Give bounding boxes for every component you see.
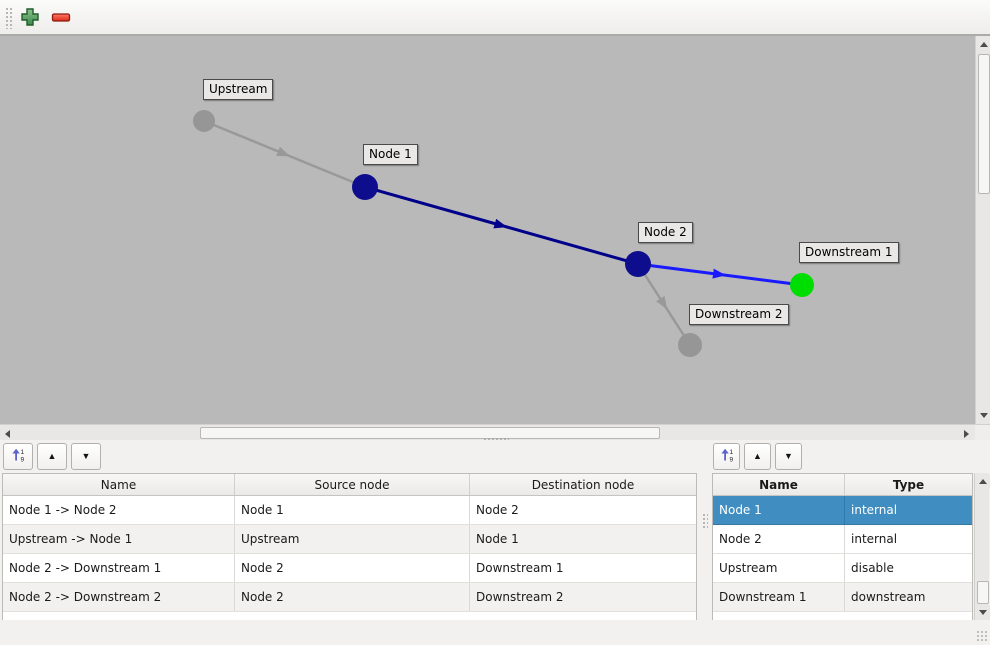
node-label-downstream1[interactable]: Downstream 1 <box>799 242 899 263</box>
table-row[interactable]: Node 2 -> Downstream 2 Node 2 Downstream… <box>3 583 696 612</box>
cell-destination: Downstream 2 <box>476 590 564 604</box>
cell-source: Node 1 <box>235 496 470 524</box>
scroll-up-icon <box>980 42 988 47</box>
node-label-upstream[interactable]: Upstream <box>203 79 274 100</box>
table-row[interactable]: Node 1 -> Node 2 Node 1 Node 2 <box>3 496 696 525</box>
cell-name: Downstream 1 <box>713 583 845 611</box>
cell-name: Upstream <box>713 554 845 582</box>
node-label-node2[interactable]: Node 2 <box>638 222 693 243</box>
table-row[interactable]: Downstream 1 downstream <box>713 583 972 612</box>
horizontal-splitter[interactable] <box>483 437 509 442</box>
scrollbar-corner <box>975 424 990 440</box>
graph-svg <box>193 110 814 357</box>
scroll-left-button[interactable] <box>1 427 14 440</box>
scroll-down-icon <box>979 609 987 615</box>
scroll-up-button[interactable] <box>976 474 990 488</box>
graph-canvas[interactable]: Upstream Node 1 Node 2 Downstream 1 Down… <box>0 36 975 424</box>
scroll-right-icon <box>963 429 969 438</box>
node-label-node1[interactable]: Node 1 <box>363 144 418 165</box>
minus-icon <box>51 7 71 30</box>
vertical-splitter[interactable] <box>702 513 708 529</box>
nodes-table-vscrollbar[interactable] <box>974 473 990 620</box>
edges-table: Name Source node Destination node Node 1… <box>2 473 697 620</box>
plus-icon <box>20 7 40 30</box>
window-resize-grip[interactable] <box>976 630 988 642</box>
graph-vscroll-thumb[interactable] <box>978 54 990 194</box>
edge-node2-downstream2[interactable] <box>636 263 692 346</box>
sort-ascending-icon: 1 9 <box>10 447 26 466</box>
cell-name: Node 2 -> Downstream 2 <box>3 583 235 611</box>
empty-row <box>713 612 972 620</box>
cell-destination: Downstream 1 <box>476 561 564 575</box>
node-downstream2[interactable] <box>678 333 702 357</box>
scroll-up-icon <box>979 478 987 484</box>
table-row-selected[interactable]: Node 1 internal <box>713 496 972 525</box>
move-down-icon: ▼ <box>784 451 793 461</box>
table-row[interactable]: Node 2 internal <box>713 525 972 554</box>
table-row[interactable]: Upstream disable <box>713 554 972 583</box>
table-row[interactable]: Node 2 -> Downstream 1 Node 2 Downstream… <box>3 554 696 583</box>
main-toolbar <box>0 0 990 36</box>
svg-text:1: 1 <box>729 449 733 456</box>
svg-text:9: 9 <box>729 457 733 464</box>
node-node1[interactable] <box>352 174 378 200</box>
cell-name: Upstream -> Node 1 <box>3 525 235 553</box>
move-up-icon: ▲ <box>753 451 762 461</box>
cell-name: Node 2 <box>713 525 845 553</box>
move-down-icon: ▼ <box>81 451 91 461</box>
edges-sort-button[interactable]: 1 9 <box>3 443 33 470</box>
edges-table-header: Name Source node Destination node <box>3 474 696 496</box>
svg-text:9: 9 <box>21 457 25 464</box>
cell-type: disable <box>851 561 894 575</box>
scroll-down-button[interactable] <box>977 407 990 423</box>
nodes-move-down-button[interactable]: ▼ <box>775 443 802 470</box>
nodes-sort-button[interactable]: 1 9 <box>713 443 740 470</box>
cell-destination: Node 2 <box>476 503 519 517</box>
node-node2[interactable] <box>625 251 651 277</box>
nodes-move-up-button[interactable]: ▲ <box>744 443 771 470</box>
edge-node1-node2[interactable] <box>364 185 639 266</box>
cell-destination: Node 1 <box>476 532 519 546</box>
column-header-destination[interactable]: Destination node <box>531 477 635 492</box>
nodes-table: Name Type Node 1 internal Node 2 interna… <box>712 473 973 620</box>
cell-source: Upstream <box>235 525 470 553</box>
cell-source: Node 2 <box>235 583 470 611</box>
scroll-down-button[interactable] <box>976 605 990 619</box>
cell-type: internal <box>851 503 898 517</box>
cell-name: Node 2 -> Downstream 1 <box>3 554 235 582</box>
cell-source: Node 2 <box>235 554 470 582</box>
edge-node2-downstream1[interactable] <box>637 262 803 287</box>
graph-hscroll-thumb[interactable] <box>200 427 660 439</box>
toolbar-grip[interactable] <box>5 7 13 29</box>
remove-button[interactable] <box>49 6 73 30</box>
nodes-table-header: Name Type <box>713 474 972 496</box>
empty-row <box>3 612 696 620</box>
cell-name: Node 1 <box>713 496 845 524</box>
cell-type: downstream <box>851 590 926 604</box>
node-upstream[interactable] <box>193 110 215 132</box>
move-up-icon: ▲ <box>47 451 57 461</box>
edges-move-down-button[interactable]: ▼ <box>71 443 101 470</box>
column-header-type[interactable]: Type <box>892 477 925 492</box>
edges-move-up-button[interactable]: ▲ <box>37 443 67 470</box>
cell-type: internal <box>851 532 898 546</box>
node-downstream1[interactable] <box>790 273 814 297</box>
nodes-vscroll-thumb[interactable] <box>977 581 989 604</box>
node-label-downstream2[interactable]: Downstream 2 <box>689 304 789 325</box>
edge-upstream-node1[interactable] <box>203 119 366 189</box>
column-header-name[interactable]: Name <box>3 474 235 495</box>
table-row[interactable]: Upstream -> Node 1 Upstream Node 1 <box>3 525 696 554</box>
svg-text:1: 1 <box>21 449 25 456</box>
add-button[interactable] <box>18 6 42 30</box>
graph-hscrollbar[interactable] <box>0 424 975 440</box>
graph-vscrollbar[interactable] <box>975 36 990 424</box>
column-header-source[interactable]: Source node <box>235 474 470 495</box>
scroll-right-button[interactable] <box>959 427 973 440</box>
scroll-down-icon <box>980 412 988 418</box>
column-header-name[interactable]: Name <box>713 474 845 495</box>
cell-name: Node 1 -> Node 2 <box>3 496 235 524</box>
scroll-up-button[interactable] <box>977 37 990 52</box>
scroll-left-icon <box>5 429 10 438</box>
sort-ascending-icon: 1 9 <box>719 447 735 466</box>
